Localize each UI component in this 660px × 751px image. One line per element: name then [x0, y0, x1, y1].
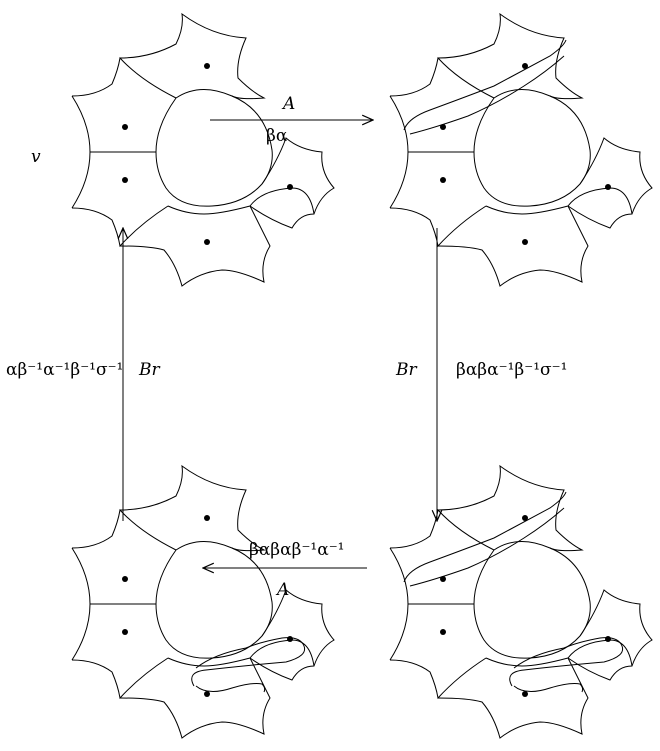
panel-bottom-right: [389, 465, 653, 739]
top-arrow-lower-label: βα: [266, 126, 288, 146]
vertex-label: v: [31, 147, 41, 167]
bottom-arrow-upper-label: βαβαβ⁻¹α⁻¹: [249, 540, 345, 560]
panel-top-right: [389, 13, 653, 287]
right-arrow-word-label: βαβα⁻¹β⁻¹σ⁻¹: [456, 360, 568, 380]
bottom-arrow-lower-label: A: [277, 580, 290, 600]
right-arrow-name-label: Br: [396, 360, 417, 380]
panel-top-left: [71, 13, 335, 287]
top-arrow-upper-label: A: [283, 94, 296, 114]
panel-bottom-left: [71, 465, 335, 739]
left-arrow-word-label: αβ⁻¹α⁻¹β⁻¹σ⁻¹: [6, 360, 124, 380]
left-arrow-name-label: Br: [139, 360, 160, 380]
